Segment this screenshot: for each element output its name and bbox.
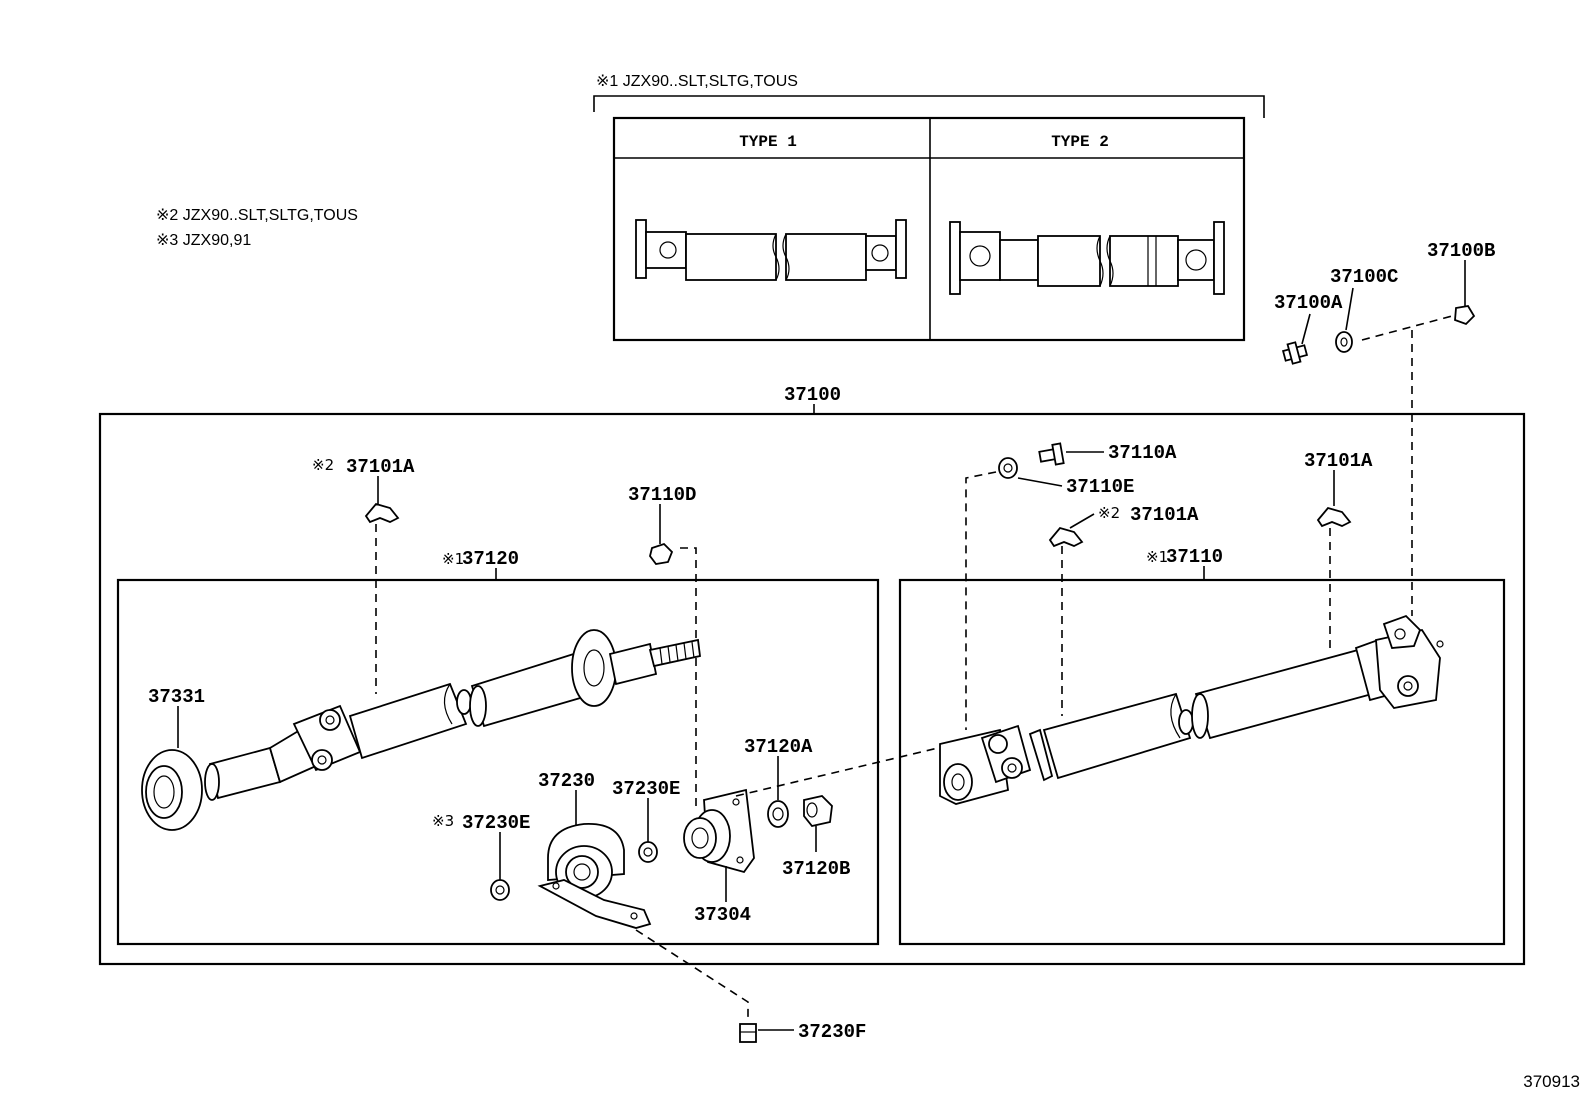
seal-37331 [141, 749, 203, 831]
propeller-shaft-37110 [939, 614, 1444, 805]
mark-1-37110: ※1 [1146, 548, 1168, 566]
bolt-37110A [1038, 442, 1065, 466]
mark-1-37120: ※1 [442, 550, 464, 568]
label-37100: 37100 [784, 384, 841, 406]
nut-37230E [638, 841, 658, 863]
note-3: ※3 JZX90,91 [156, 232, 251, 249]
dash-37110D [680, 547, 697, 808]
clip-37101A-mid [1048, 526, 1084, 548]
type-1-shaft-illustration [635, 219, 907, 281]
note-2: ※2 JZX90..SLT,SLTG,TOUS [156, 207, 358, 224]
label-37230: 37230 [538, 770, 595, 792]
label-37120B: 37120B [782, 858, 850, 880]
label-37101A-right: 37101A [1304, 450, 1373, 472]
type-1-header: TYPE 1 [739, 133, 797, 151]
label-37101A-left: 37101A [346, 456, 415, 478]
bolt-37100A [1281, 341, 1309, 365]
label-37120: 37120 [462, 548, 519, 570]
label-37230F: 37230F [798, 1021, 866, 1043]
center-bearing-37230 [537, 823, 652, 929]
nut-37110E [998, 457, 1018, 479]
assembly-frame-37100 [98, 412, 1526, 966]
dash-flange-to-37110 [735, 747, 939, 797]
type-table: TYPE 1 TYPE 2 [612, 116, 1246, 342]
propeller-shaft-37120 [204, 629, 701, 801]
type-2-header: TYPE 2 [1051, 133, 1109, 151]
note-1: ※1 JZX90..SLT,SLTG,TOUS [596, 73, 798, 90]
leader-37100A [1301, 313, 1311, 345]
clip-37101A-left [364, 502, 400, 524]
note-1-bracket [593, 95, 1265, 118]
clip-37101A-right [1316, 506, 1352, 528]
washer-37120A [767, 800, 789, 828]
leader-37100C [1345, 287, 1354, 331]
label-37110E: 37110E [1066, 476, 1134, 498]
leader-37110E [1017, 477, 1063, 487]
flange-37304 [683, 788, 755, 874]
label-37304: 37304 [694, 904, 751, 926]
dash-37110E [965, 471, 997, 730]
label-37100B: 37100B [1427, 240, 1495, 262]
subassembly-frame-37110 [898, 578, 1506, 946]
label-37100C: 37100C [1330, 266, 1398, 288]
type-2-shaft-illustration [949, 221, 1225, 295]
label-37100A: 37100A [1274, 292, 1343, 314]
mark-2-left: ※2 [312, 456, 334, 474]
label-37120A: 37120A [744, 736, 813, 758]
label-37110D: 37110D [628, 484, 696, 506]
label-37230E: 37230E [612, 778, 680, 800]
leader-37101A-mid [1069, 513, 1095, 529]
diagram-id: 370913 [1523, 1072, 1580, 1091]
bolt-37230F [739, 1023, 757, 1043]
label-37230E-left: 37230E [462, 812, 530, 834]
label-37110: 37110 [1166, 546, 1223, 568]
nut-37230E-left [490, 879, 510, 901]
mark-3-37230E: ※3 [432, 812, 454, 830]
label-37110A: 37110A [1108, 442, 1177, 464]
nut-37100B [1454, 305, 1476, 326]
mark-2-mid: ※2 [1098, 504, 1120, 522]
type-table-frame [612, 116, 1246, 342]
dash-37100B-line [1361, 315, 1453, 341]
nut-37110D [649, 542, 674, 565]
label-37331: 37331 [148, 686, 205, 708]
label-37101A-mid: 37101A [1130, 504, 1199, 526]
washer-37100C [1335, 331, 1353, 353]
dash-37230F [635, 929, 749, 1022]
nut-37120B [803, 795, 833, 828]
